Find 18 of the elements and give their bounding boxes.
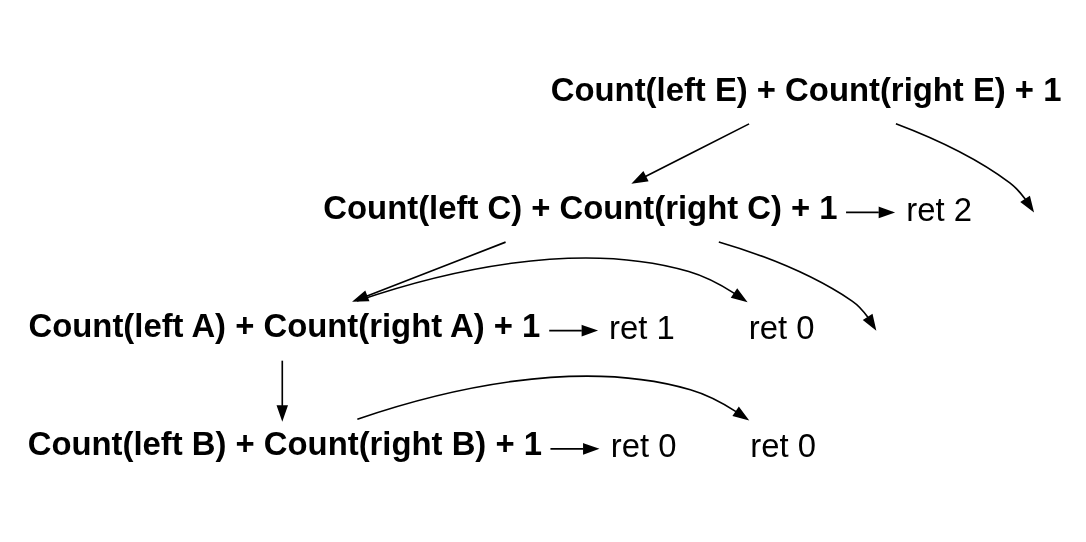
node-text: Count(left E) + Count(right E) + 1 (550, 70, 1062, 108)
node-text: Count(left C) + Count(right C) + 1 (323, 188, 838, 226)
arrow (631, 122, 750, 184)
arrow (895, 122, 1035, 213)
arrow (276, 359, 289, 422)
node-text: Count(left A) + Count(right A) + 1 (28, 306, 541, 344)
arrow (845, 206, 896, 218)
node-text: Count(left B) + Count(right B) + 1 (27, 424, 542, 462)
node-text: ret 0 (750, 426, 817, 464)
node-text: ret 0 (610, 426, 677, 464)
node-text: ret 1 (609, 308, 675, 346)
node-text: ret 0 (748, 308, 815, 346)
arrow (549, 442, 600, 455)
arrow (356, 375, 750, 421)
node-text: ret 2 (906, 190, 973, 228)
arrow (548, 324, 599, 336)
arrow (718, 240, 877, 331)
arrow (356, 256, 748, 302)
